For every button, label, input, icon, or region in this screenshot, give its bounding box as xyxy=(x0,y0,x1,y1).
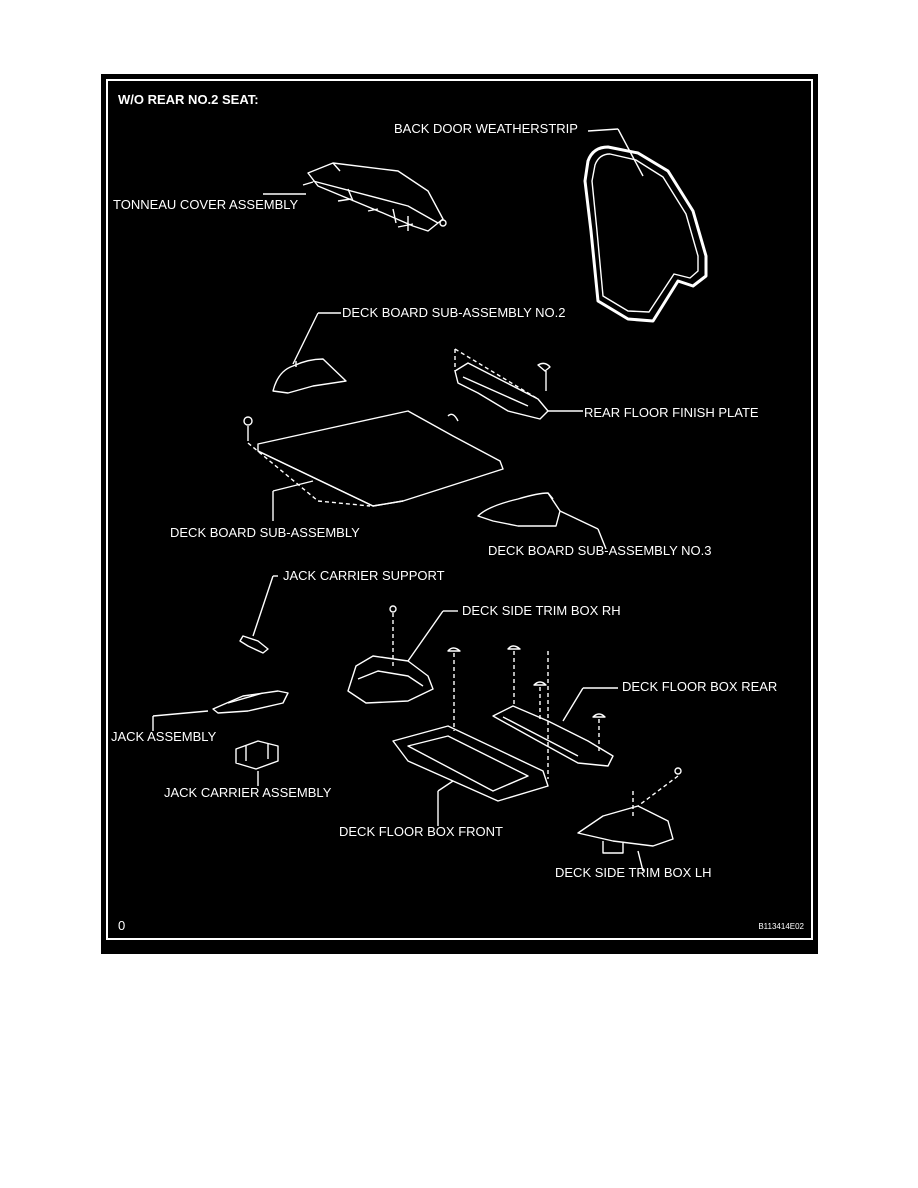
label-deck-board-no3: DECK BOARD SUB-ASSEMBLY NO.3 xyxy=(488,543,712,558)
jack-carrier-support-part xyxy=(239,575,278,654)
diagram-title: W/O REAR NO.2 SEAT: xyxy=(118,92,259,107)
label-tonneau-cover-assembly: TONNEAU COVER ASSEMBLY xyxy=(113,197,299,212)
deck-side-trim-box-lh-part xyxy=(577,767,682,872)
jack-carrier-assembly-part xyxy=(235,740,279,786)
label-deck-board-no2: DECK BOARD SUB-ASSEMBLY NO.2 xyxy=(342,305,566,320)
label-back-door-weatherstrip: BACK DOOR WEATHERSTRIP xyxy=(394,121,578,136)
label-deck-board: DECK BOARD SUB-ASSEMBLY xyxy=(170,525,360,540)
diagram-frame: W/O REAR NO.2 SEAT: BACK DOOR WEATHERSTR… xyxy=(106,79,813,940)
label-jack-carrier-support: JACK CARRIER SUPPORT xyxy=(283,568,445,583)
label-jack-assembly: JACK ASSEMBLY xyxy=(111,729,217,744)
label-rear-floor-finish-plate: REAR FLOOR FINISH PLATE xyxy=(584,405,759,420)
figure-code: B113414E02 xyxy=(758,922,804,931)
rear-floor-finish-plate-part xyxy=(454,348,583,420)
deck-floor-box-rear-part xyxy=(492,645,618,767)
deck-board-part xyxy=(243,410,504,521)
diagram-panel: W/O REAR NO.2 SEAT: BACK DOOR WEATHERSTR… xyxy=(101,74,818,954)
parts-illustration xyxy=(152,128,708,872)
label-jack-carrier-assembly: JACK CARRIER ASSEMBLY xyxy=(164,785,332,800)
back-door-weatherstrip-part xyxy=(583,128,708,323)
deck-board-no3-part xyxy=(477,492,607,550)
jack-assembly-part xyxy=(152,690,289,731)
tonneau-cover-part xyxy=(263,162,447,232)
deck-board-no2-part xyxy=(272,312,347,394)
label-deck-side-trim-box-lh: DECK SIDE TRIM BOX LH xyxy=(555,865,712,880)
deck-side-trim-box-rh-part xyxy=(347,605,458,704)
deck-floor-box-front-part xyxy=(392,647,549,826)
label-deck-floor-box-rear: DECK FLOOR BOX REAR xyxy=(622,679,778,694)
label-deck-floor-box-front: DECK FLOOR BOX FRONT xyxy=(339,824,503,839)
corner-mark: 0 xyxy=(118,918,126,933)
label-deck-side-trim-box-rh: DECK SIDE TRIM BOX RH xyxy=(462,603,621,618)
